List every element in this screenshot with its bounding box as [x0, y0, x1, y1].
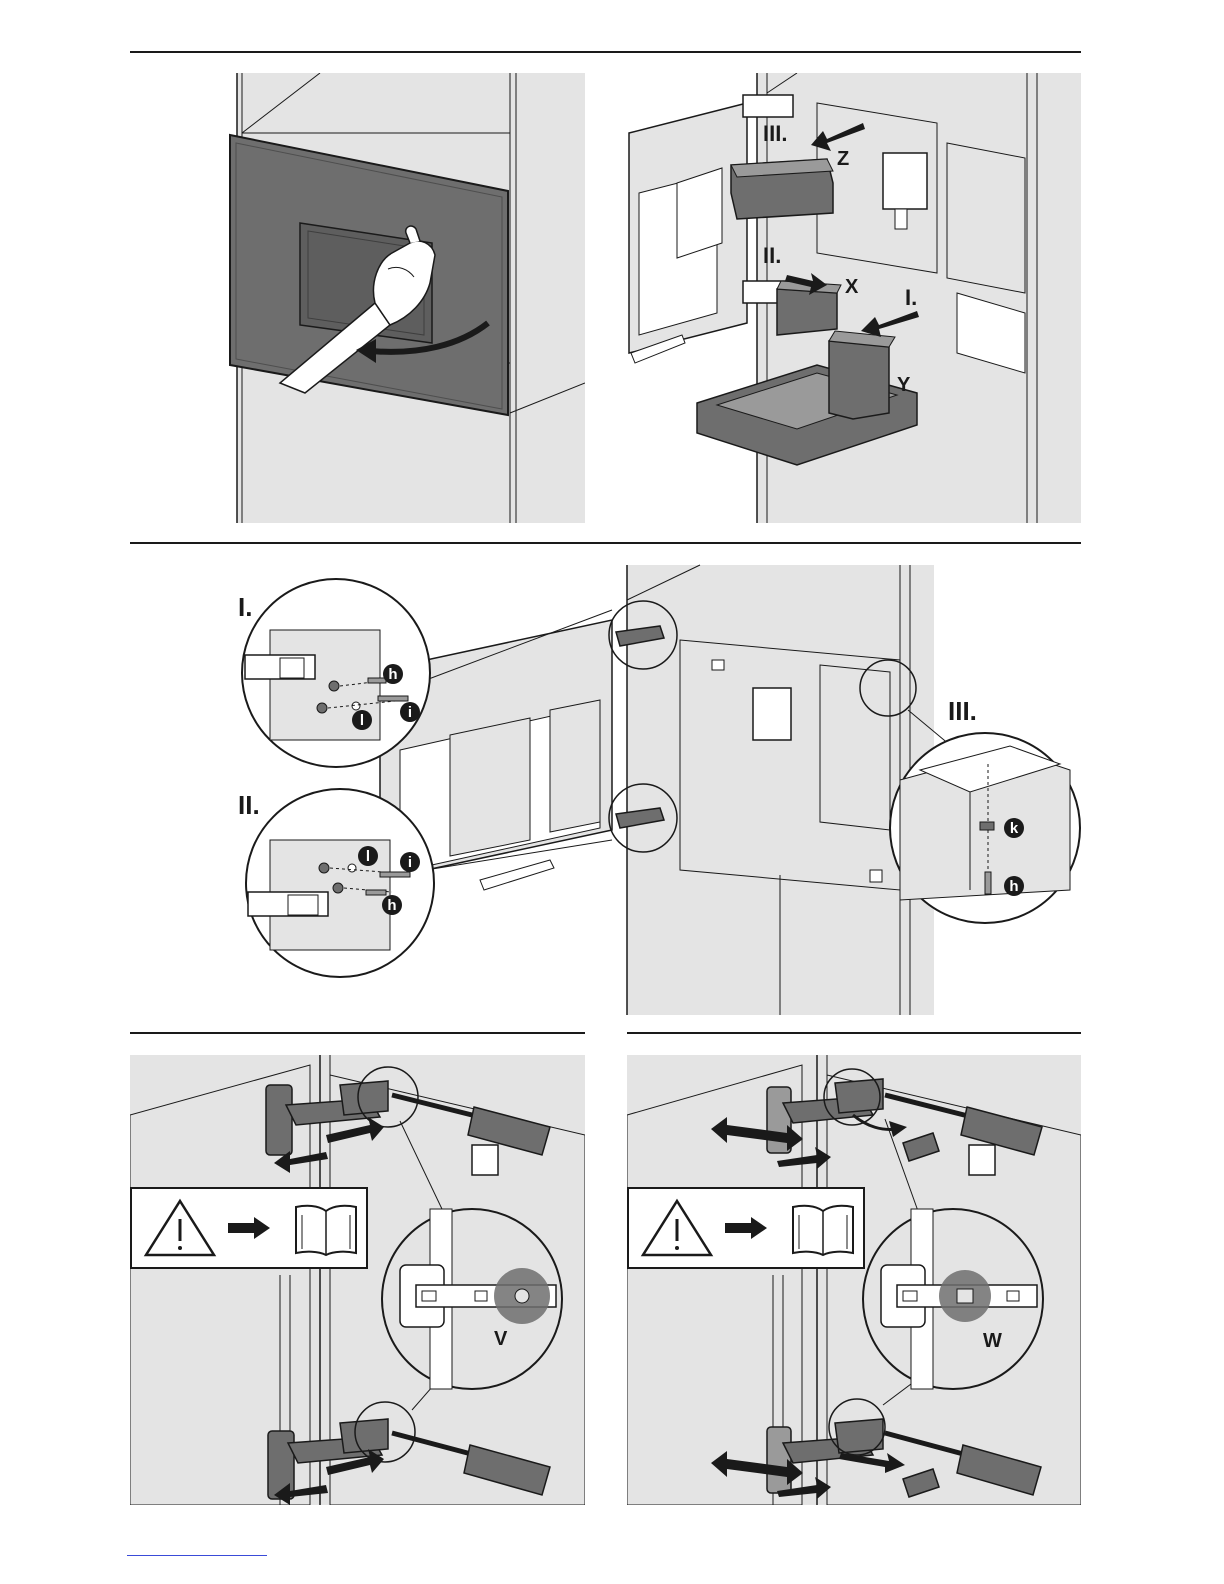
label-part-y: Y [897, 374, 911, 396]
figure-open-front-panel [130, 73, 585, 523]
svg-text:h: h [387, 897, 396, 914]
part-bubble-k: k [1004, 818, 1024, 838]
callout-label-2: II. [238, 790, 260, 820]
svg-text:i: i [408, 704, 412, 721]
figure-5-illustration: W [627, 1055, 1081, 1505]
callout-label-1: I. [238, 592, 252, 622]
figure-hinge-adjust-w: W [627, 1055, 1081, 1505]
svg-text:h: h [1009, 878, 1018, 895]
warning-read-manual-box-2 [628, 1188, 864, 1268]
label-part-z: Z [837, 148, 849, 170]
label-step-2: II. [763, 243, 781, 268]
figure-4-illustration: V [130, 1055, 585, 1505]
part-bubble-h: h [383, 664, 403, 684]
figure-1-illustration [130, 73, 585, 523]
label-adjust-v: V [494, 1328, 508, 1350]
part-bubble-i-2: i [400, 852, 420, 872]
separator-bottom-right [627, 1032, 1081, 1034]
callout-label-3: III. [948, 696, 977, 726]
label-step-1: I. [905, 285, 917, 310]
warning-read-manual-box [131, 1188, 367, 1268]
manual-book-icon [793, 1206, 853, 1255]
svg-text:h: h [388, 666, 397, 683]
separator-top [130, 51, 1081, 53]
part-bubble-h-2: h [382, 895, 402, 915]
part-bubble-i: i [400, 702, 420, 722]
label-step-3: III. [763, 121, 787, 146]
figure-hinge-adjust-v: V [130, 1055, 585, 1505]
separator-bottom-left [130, 1032, 585, 1034]
svg-text:k: k [1010, 820, 1019, 837]
svg-text:i: i [408, 854, 412, 871]
svg-text:l: l [360, 712, 364, 729]
figure-hinge-details: I. II. III. h i l l i h k h [130, 560, 1081, 1015]
figure-2-illustration: III. Z II. X I. Y [627, 73, 1081, 523]
part-bubble-l-2: l [358, 846, 378, 866]
detail-circle-2 [246, 789, 434, 977]
footer-link-underline[interactable] [127, 1555, 267, 1556]
part-bubble-l: l [352, 710, 372, 730]
part-bubble-h-3: h [1004, 876, 1024, 896]
separator-middle [130, 542, 1081, 544]
label-adjust-w: W [983, 1330, 1002, 1352]
manual-book-icon [296, 1206, 356, 1255]
figure-remove-parts: III. Z II. X I. Y [627, 73, 1081, 523]
detail-circle-3 [890, 733, 1080, 923]
svg-text:l: l [366, 848, 370, 865]
figure-3-illustration: I. II. III. h i l l i h k h [130, 560, 1081, 1015]
label-part-x: X [845, 276, 859, 298]
